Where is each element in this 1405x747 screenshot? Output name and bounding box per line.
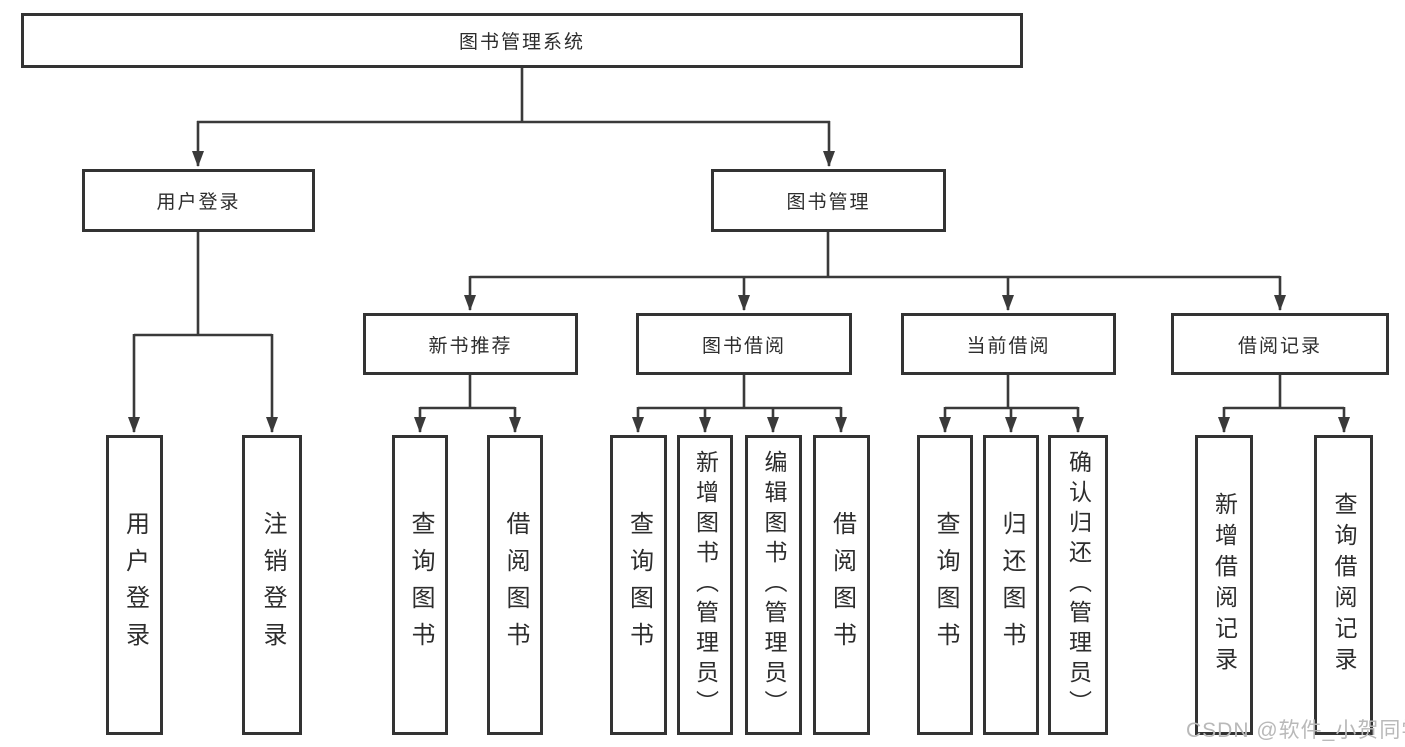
- node-new-book-recommendation: 新书推荐: [363, 313, 578, 375]
- leaf-add-books-admin: 新增图书（管理员）: [677, 435, 733, 735]
- leaf-query-books-1: 查询图书: [392, 435, 448, 735]
- leaf-label: 新增借阅记录: [1211, 492, 1238, 678]
- leaf-label: 新增图书（管理员）: [692, 450, 719, 720]
- leaf-add-borrow-record: 新增借阅记录: [1195, 435, 1253, 735]
- leaf-query-books-2: 查询图书: [610, 435, 667, 735]
- leaf-logout: 注销登录: [242, 435, 302, 735]
- node-book-borrowing: 图书借阅: [636, 313, 852, 375]
- leaf-label: 查询图书: [932, 511, 959, 659]
- leaf-query-borrow-record: 查询借阅记录: [1314, 435, 1373, 735]
- leaf-borrow-books-1: 借阅图书: [487, 435, 543, 735]
- node-library-management-system: 图书管理系统: [21, 13, 1023, 68]
- leaf-label: 查询图书: [625, 511, 653, 659]
- node-user-login: 用户登录: [82, 169, 315, 232]
- leaf-label: 借阅图书: [502, 511, 529, 659]
- leaf-label: 归还图书: [998, 511, 1025, 659]
- leaf-label: 用户登录: [121, 511, 149, 659]
- node-borrowing-records: 借阅记录: [1171, 313, 1389, 375]
- leaf-confirm-return-admin: 确认归还（管理员）: [1048, 435, 1108, 735]
- leaf-label: 编辑图书（管理员）: [761, 450, 787, 720]
- leaf-query-books-3: 查询图书: [917, 435, 973, 735]
- leaf-label: 查询图书: [407, 511, 434, 659]
- leaf-label: 借阅图书: [828, 511, 856, 659]
- leaf-label: 注销登录: [259, 511, 286, 659]
- leaf-borrow-books-2: 借阅图书: [813, 435, 870, 735]
- node-book-management: 图书管理: [711, 169, 946, 232]
- csdn-watermark: CSDN @软件_小贺同学: [1186, 719, 1405, 742]
- leaf-label: 确认归还（管理员）: [1065, 450, 1092, 720]
- leaf-edit-books-admin: 编辑图书（管理员）: [745, 435, 802, 735]
- leaf-label: 查询借阅记录: [1331, 492, 1357, 678]
- leaf-return-books: 归还图书: [983, 435, 1039, 735]
- leaf-user-login: 用户登录: [106, 435, 163, 735]
- node-current-borrowing: 当前借阅: [901, 313, 1116, 375]
